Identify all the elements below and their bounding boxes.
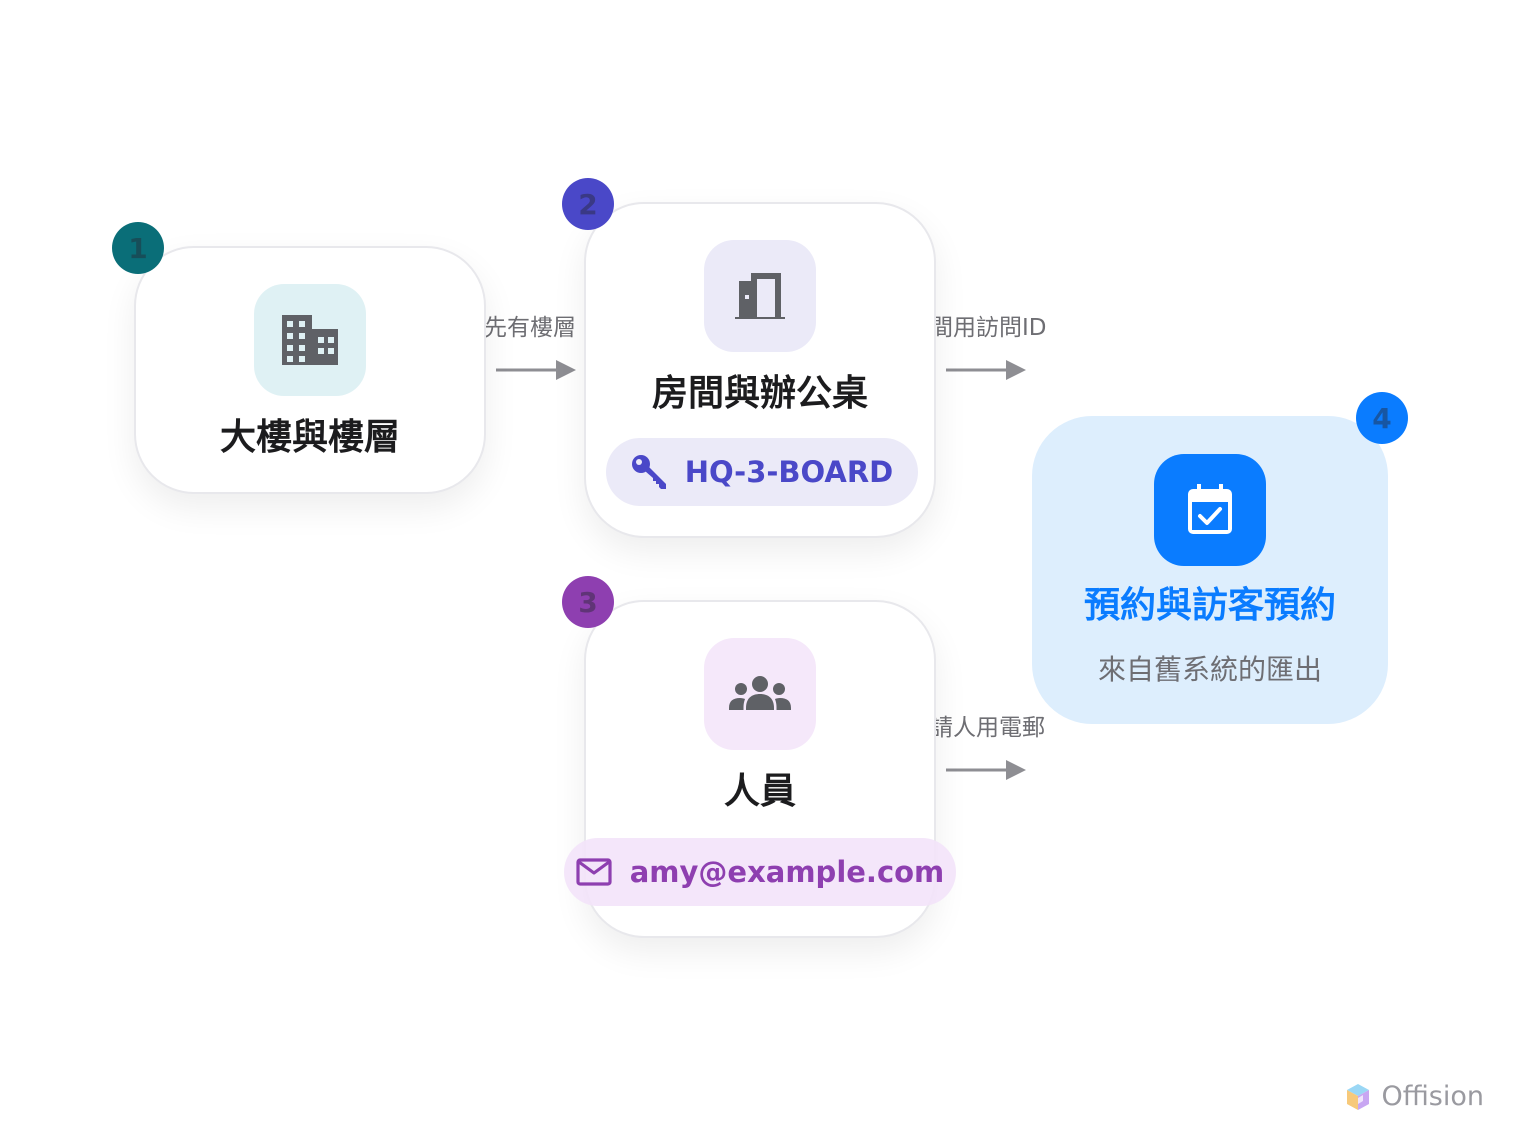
node-rooms-desks: 房間與辦公桌 HQ-3-BOARD: [584, 202, 936, 538]
arrow-right-icon: [946, 758, 1028, 782]
brand-watermark: Offision: [1345, 1081, 1484, 1112]
node-title: 預約與訪客預約: [1083, 585, 1336, 626]
node-bookings: 預約與訪客預約 來自舊系統的匯出: [1032, 416, 1388, 724]
icon-tile: [704, 638, 816, 750]
access-id-chip: HQ-3-BOARD: [606, 438, 918, 506]
people-icon: [729, 676, 791, 710]
mail-icon: [576, 858, 612, 886]
inviter-email-text: amy@example.com: [629, 855, 945, 889]
icon-tile: [254, 284, 366, 396]
building-icon: [282, 315, 338, 365]
edge-label-floors-first: 先有樓層: [484, 315, 576, 341]
node-title: 大樓與樓層: [219, 417, 400, 458]
icon-tile: [1154, 454, 1266, 566]
arrow-right-icon: [496, 358, 578, 382]
calendar-check-icon: [1188, 484, 1232, 534]
node-buildings-floors: 大樓與樓層: [134, 246, 486, 494]
node-title: 人員: [723, 771, 796, 812]
step-badge-2: 2: [562, 178, 614, 230]
inviter-email-chip: amy@example.com: [564, 838, 956, 906]
arrow-right-icon: [946, 358, 1028, 382]
key-icon: [631, 455, 666, 489]
icon-tile: [704, 240, 816, 352]
step-badge-1: 1: [112, 222, 164, 274]
node-title: 房間與辦公桌: [651, 373, 868, 414]
node-subtitle: 來自舊系統的匯出: [1097, 653, 1322, 686]
step-badge-3: 3: [562, 576, 614, 628]
step-badge-4: 4: [1356, 392, 1408, 444]
offision-logo-icon: [1347, 1083, 1370, 1110]
door-icon: [735, 273, 785, 319]
brand-name: Offision: [1381, 1081, 1484, 1112]
access-id-text: HQ-3-BOARD: [684, 455, 894, 489]
